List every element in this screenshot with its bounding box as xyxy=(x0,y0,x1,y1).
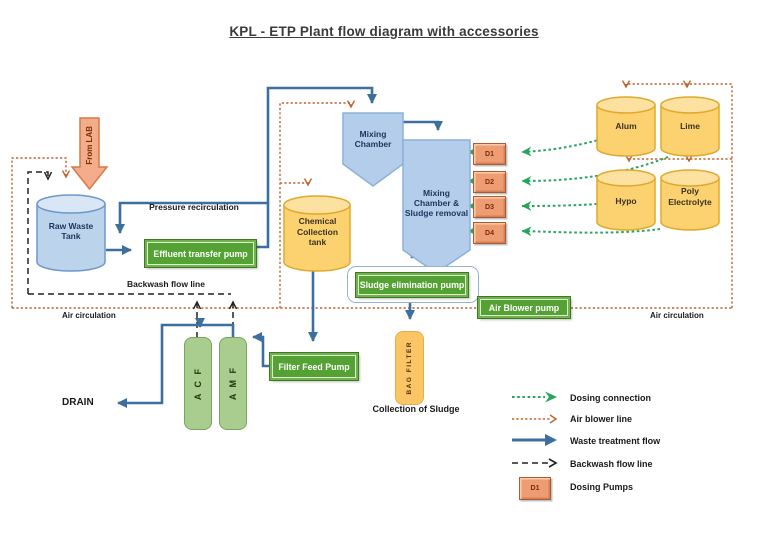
dosing-pump-key-label: Dosing Pumps xyxy=(570,482,634,492)
waste-flow-lines xyxy=(106,86,443,408)
acf-label: A C F xyxy=(193,366,203,401)
mixing-chamber-sludge-shape xyxy=(402,139,471,274)
bag-filter-label: BAG FILTER xyxy=(406,341,413,395)
from-lab-arrow xyxy=(70,117,109,191)
from-lab-label-wrap: From LAB xyxy=(78,120,100,170)
air-blower-key-icon xyxy=(512,414,558,424)
filter-feed-pump: Filter Feed Pump xyxy=(270,353,358,380)
air-circulation-label-right: Air circulation xyxy=(650,311,704,320)
amf-label: A M F xyxy=(228,366,238,401)
acf-filter: A C F xyxy=(184,337,212,430)
poly-electrolyte-shape xyxy=(660,169,720,231)
waste-flow-key-label: Waste treatment flow xyxy=(570,436,661,446)
hypo-label: Hypo xyxy=(615,196,637,206)
backwash-key-label: Backwash flow line xyxy=(570,459,653,469)
drain-label: DRAIN xyxy=(62,397,94,408)
collection-of-sludge-label: Collection of Sludge xyxy=(372,404,460,414)
backwash-flow-line-label: Backwash flow line xyxy=(127,279,205,289)
dosing-pump-d4: D4 xyxy=(473,222,506,244)
bag-filter: BAG FILTER xyxy=(395,331,424,405)
air-blower-pump: Air Blower pump xyxy=(478,297,570,318)
mixing-chamber-label: Mixing Chamber xyxy=(354,129,392,150)
poly-electrolyte-label: Poly Electrolyte xyxy=(668,186,712,207)
air-circulation-label-left: Air circulation xyxy=(62,311,116,320)
backwash-key-icon xyxy=(512,458,558,468)
waste-flow-key-icon xyxy=(512,434,557,446)
dosing-pump-d1: D1 xyxy=(473,143,506,165)
pressure-recirculation-label: Pressure recirculation xyxy=(149,202,239,212)
alum-label: Alum xyxy=(615,121,637,131)
page-title: KPL - ETP Plant flow diagram with access… xyxy=(229,24,539,39)
dosing-pump-key-box: D1 xyxy=(519,477,551,500)
lime-label: Lime xyxy=(680,121,700,131)
mixing-chamber-shape xyxy=(342,112,404,187)
dosing-pump-d2: D2 xyxy=(473,171,506,193)
dosing-connection-key-icon xyxy=(512,391,557,403)
alum-shape xyxy=(596,96,656,157)
mixing-chamber-sludge-label: Mixing Chamber & Sludge removal xyxy=(404,188,469,219)
lime-shape xyxy=(660,96,720,157)
raw-waste-tank-label: Raw Waste Tank xyxy=(48,221,94,242)
dosing-pump-d3: D3 xyxy=(473,196,506,218)
air-blower-key-label: Air blower line xyxy=(570,414,633,424)
effluent-transfer-pump: Effluent transfer pump xyxy=(145,240,256,267)
chemical-collection-tank-label: Chemical Collection tank xyxy=(296,216,339,248)
raw-waste-tank-shape xyxy=(36,194,106,272)
from-lab-label: From LAB xyxy=(84,125,94,165)
hypo-shape xyxy=(596,169,656,231)
amf-filter: A M F xyxy=(219,337,247,430)
dosing-connection-key-label: Dosing connection xyxy=(570,393,651,403)
sludge-elimination-pump: Sludge elimination pump xyxy=(356,273,468,297)
chemical-collection-tank-shape xyxy=(283,195,351,272)
air-blower-lines xyxy=(11,84,733,309)
